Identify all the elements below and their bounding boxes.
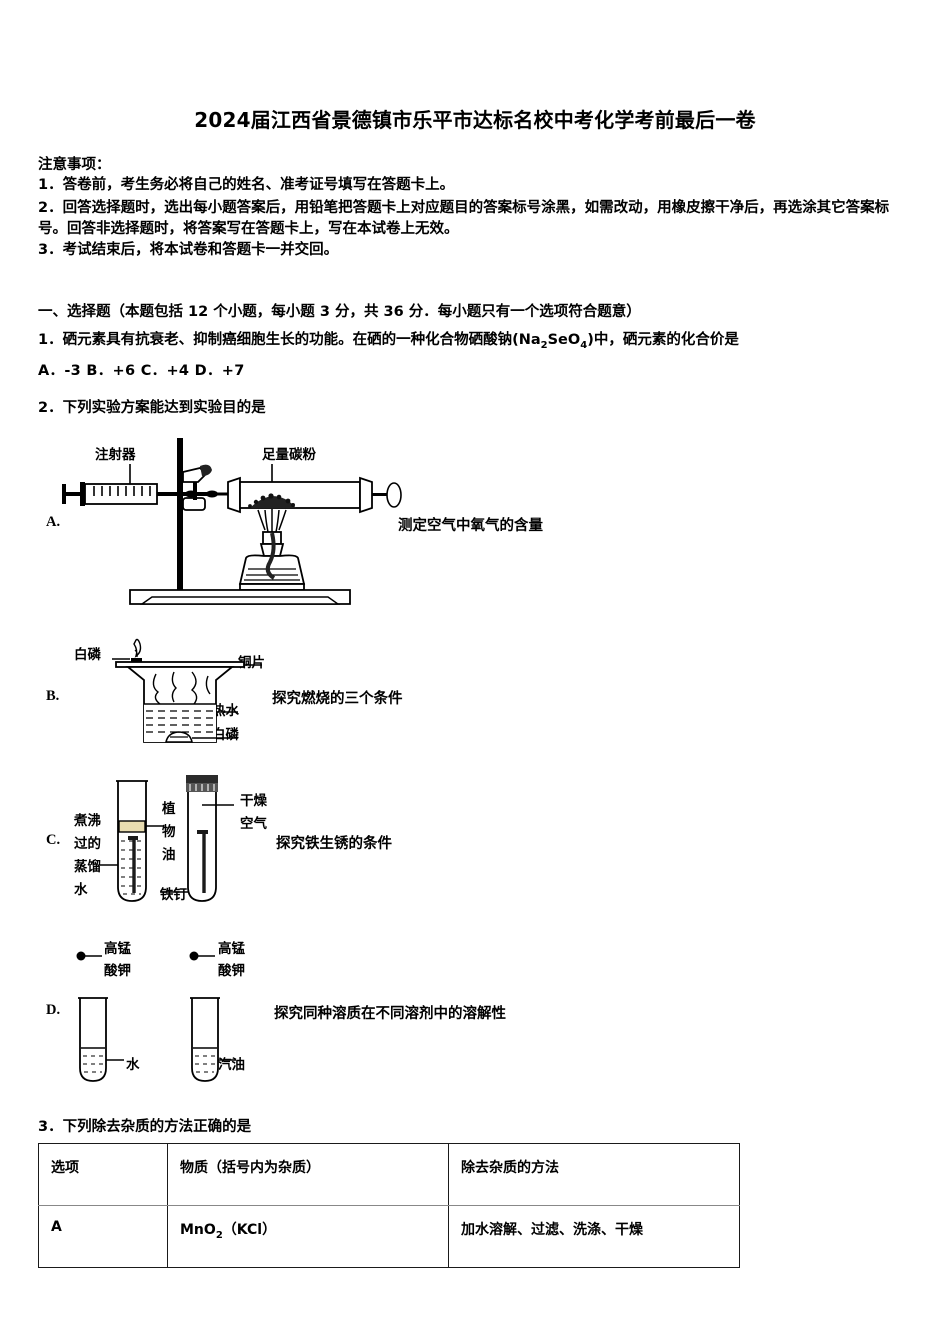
question-2-stem: 2．下列实验方案能达到实验目的是 [38,400,266,416]
notice-item-3: 3．考试结束后，将本试卷和答题卡一并交回。 [38,242,339,258]
oxygen-content-apparatus [60,438,405,610]
permanganate-crystal-left [76,951,86,961]
tube-clamp [182,464,212,511]
q1-sub-1: 2 [540,339,548,351]
burning-phosphorus-flame [133,638,142,658]
row-substance: MnO2（KCl） [167,1205,449,1268]
permanganate-right-label: 高锰酸钾 [218,941,245,979]
row-substance-post: （KCl） [222,1222,277,1238]
dry-air-label: 干燥空气 [240,793,267,832]
carbon-powder-pile [248,493,296,508]
notice-heading: 注意事项： [38,157,111,173]
row-method: 加水溶解、过滤、洗涤、干燥 [448,1205,740,1268]
q1-stem-post: )中，硒元素的化合价是 [587,332,739,348]
option-d-purpose: 探究同种溶质在不同溶剂中的溶解性 [274,1006,506,1022]
test-tube-dry-air [186,775,234,902]
option-b-purpose: 探究燃烧的三个条件 [272,691,403,707]
solubility-apparatus [68,940,278,1090]
impurity-removal-table: 选项 物质（括号内为杂质） 除去杂质的方法 A MnO2（KCl） 加水溶解、过… [38,1143,740,1268]
question-1-options: A．-3 B．+6 C．+4 D．+7 [38,363,245,379]
white-phosphorus-top-label: 白磷 [74,647,101,663]
row-option-letter: A [38,1205,168,1268]
option-c-letter: C. [46,832,61,848]
option-a-letter: A. [46,514,61,530]
test-tube-water [78,997,124,1082]
notice-item-1: 1．答卷前，考生务必将自己的姓名、准考证号填写在答题卡上。 [38,177,455,193]
section-heading: 一、选择题（本题包括 12 个小题，每小题 3 分，共 36 分．每小题只有一个… [38,304,641,320]
question-3-stem: 3．下列除去杂质的方法正确的是 [38,1119,252,1135]
option-c-purpose: 探究铁生锈的条件 [276,836,392,852]
combustion-conditions-apparatus [112,638,262,752]
table-header-method: 除去杂质的方法 [448,1143,740,1206]
q1-stem-mid: SeO [547,332,581,348]
permanganate-left-label: 高锰酸钾 [104,941,131,979]
page-title: 2024届江西省景德镇市乐平市达标名校中考化学考前最后一卷 [194,108,756,132]
row-substance-sub: 2 [215,1229,223,1241]
boiled-distilled-water-label: 煮沸过的蒸馏水 [74,813,101,898]
table-row: A MnO2（KCl） 加水溶解、过滤、洗涤、干燥 [38,1205,740,1268]
option-d-letter: D. [46,1002,61,1018]
q1-stem-pre: 1．硒元素具有抗衰老、抑制癌细胞生长的功能。在硒的一种化合物硒酸钠(Na [38,332,541,348]
syringe-label: 注射器 [95,447,136,463]
test-tube-gasoline [190,997,236,1082]
row-substance-pre: MnO [180,1222,216,1238]
carbon-powder-label: 足量碳粉 [262,447,316,463]
table-header-option: 选项 [38,1143,168,1206]
hot-water-label: 热水 [212,703,239,719]
gasoline-label: 汽油 [218,1057,245,1073]
table-header-substance: 物质（括号内为杂质） [167,1143,449,1206]
option-a-purpose: 测定空气中氧气的含量 [398,518,543,534]
question-1-stem: 1．硒元素具有抗衰老、抑制癌细胞生长的功能。在硒的一种化合物硒酸钠(Na2SeO… [38,328,739,351]
notice-item-2: 2．回答选择题时，选出每小题答案后，用铅笔把答题卡上对应题目的答案标号涂黑，如需… [38,200,890,237]
flame [257,509,287,533]
vegetable-oil-label: 植物油 [162,801,176,863]
iron-rusting-apparatus [100,775,278,910]
option-b-letter: B. [46,688,60,704]
table-header-row: 选项 物质（括号内为杂质） 除去杂质的方法 [38,1143,740,1206]
permanganate-crystal-right [189,951,199,961]
water-label: 水 [126,1057,140,1073]
test-tube-boiled-water [100,780,164,902]
q1-sub-2: 4 [580,339,588,351]
